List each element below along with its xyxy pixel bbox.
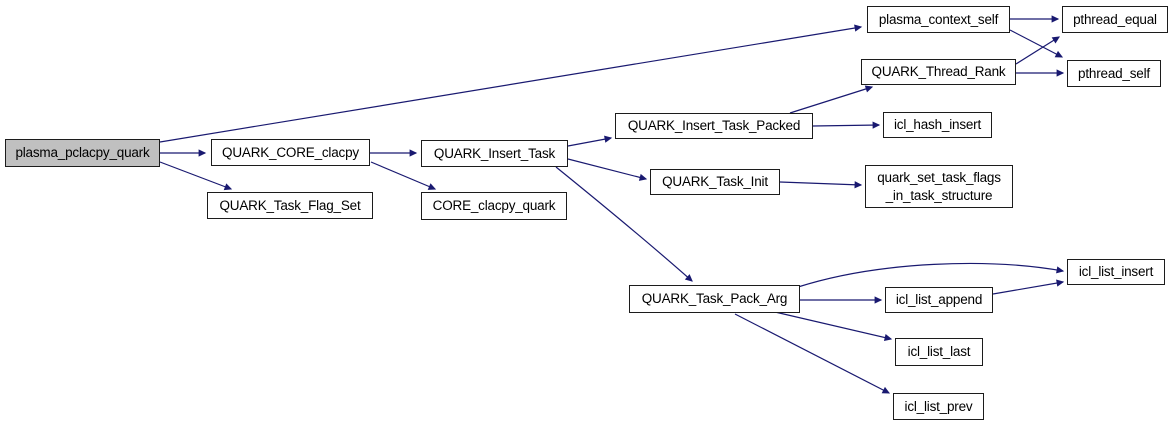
graph-node-CORE_clacpy_quark[interactable]: CORE_clacpy_quark [421,192,567,220]
graph-node-label: QUARK_CORE_clacpy [222,144,359,160]
graph-node-icl_list_prev[interactable]: icl_list_prev [893,393,984,420]
graph-node-QUARK_CORE_clacpy[interactable]: QUARK_CORE_clacpy [211,139,370,166]
edge-QUARK_Task_Pack_Arg-to-icl_list_last [774,311,893,342]
graph-node-label: pthread_self [1078,65,1150,81]
edge-QUARK_CORE_clacpy-to-CORE_clacpy_quark [370,161,437,190]
graph-node-QUARK_Task_Init[interactable]: QUARK_Task_Init [650,169,780,195]
graph-node-label: QUARK_Insert_Task [433,145,556,161]
edge-plasma_pclacpy_quark-to-QUARK_Task_Flag_Set [159,161,233,191]
edge-QUARK_Task_Pack_Arg-to-icl_list_prev [734,313,891,394]
graph-node-icl_list_insert[interactable]: icl_list_insert [1067,259,1165,285]
graph-node-plasma_context_self[interactable]: plasma_context_self [867,6,1010,33]
graph-node-quark_set_task_flags[interactable]: quark_set_task_flags _in_task_structure [865,165,1013,208]
graph-node-label: pthread_equal [1073,11,1157,27]
graph-node-label: quark_set_task_flags _in_task_structure [877,169,1001,203]
graph-node-label: icl_list_insert [1078,264,1154,280]
edge-QUARK_Insert_Task_Packed-to-QUARK_Thread_Rank [789,85,874,114]
edge-QUARK_Task_Pack_Arg-to-icl_list_insert [797,262,1065,288]
graph-node-label: icl_hash_insert [893,117,982,133]
graph-node-label: CORE_clacpy_quark [432,198,556,214]
edge-QUARK_Insert_Task-to-QUARK_Task_Init [567,158,648,181]
edge-QUARK_Thread_Rank-to-pthread_equal [1015,36,1061,65]
graph-node-icl_hash_insert[interactable]: icl_hash_insert [883,112,992,138]
graph-node-label: icl_list_last [907,344,971,360]
edge-QUARK_Insert_Task-to-QUARK_Task_Pack_Arg [555,166,693,282]
graph-node-label: QUARK_Task_Init [662,174,768,190]
edge-QUARK_Task_Init-to-quark_set_task_flags [779,181,863,189]
graph-node-QUARK_Insert_Task[interactable]: QUARK_Insert_Task [421,140,568,167]
graph-node-label: QUARK_Insert_Task_Packed [627,118,801,134]
graph-node-label: QUARK_Thread_Rank [871,64,1006,80]
graph-node-icl_list_append[interactable]: icl_list_append [885,287,993,313]
graph-node-pthread_equal[interactable]: pthread_equal [1062,6,1168,33]
graph-node-QUARK_Insert_Task_Packed[interactable]: QUARK_Insert_Task_Packed [615,113,813,139]
edge-plasma_pclacpy_quark-to-plasma_context_self [159,24,863,143]
graph-node-QUARK_Task_Flag_Set[interactable]: QUARK_Task_Flag_Set [207,192,373,219]
graph-node-label: QUARK_Task_Flag_Set [219,197,361,213]
graph-node-label: plasma_context_self [878,11,999,27]
graph-node-icl_list_last[interactable]: icl_list_last [895,338,983,366]
graph-node-QUARK_Thread_Rank[interactable]: QUARK_Thread_Rank [861,59,1016,85]
edges-group [159,15,1065,394]
graph-node-label: plasma_pclacpy_quark [15,145,150,161]
graph-node-plasma_pclacpy_quark[interactable]: plasma_pclacpy_quark [5,139,160,167]
graph-node-label: icl_list_append [895,292,983,308]
edge-plasma_context_self-to-pthread_self [1009,29,1064,58]
graph-node-label: icl_list_prev [904,398,973,414]
edge-QUARK_Insert_Task_Packed-to-icl_hash_insert [812,121,881,129]
edge-QUARK_Insert_Task-to-QUARK_Insert_Task_Packed [567,135,613,147]
edge-icl_list_append-to-icl_list_insert [992,279,1065,295]
graph-node-label: QUARK_Task_Pack_Arg [641,291,788,307]
graph-node-QUARK_Task_Pack_Arg[interactable]: QUARK_Task_Pack_Arg [629,285,800,313]
graph-node-pthread_self[interactable]: pthread_self [1067,60,1161,87]
